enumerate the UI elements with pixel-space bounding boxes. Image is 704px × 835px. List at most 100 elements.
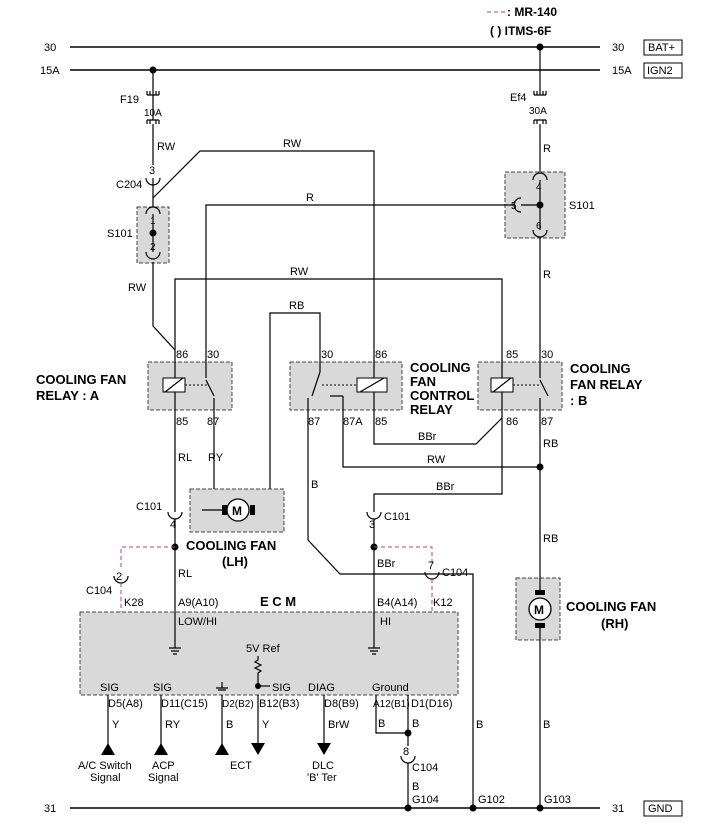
ecm-pin-b12: B12(B3) bbox=[259, 698, 299, 710]
f19-rating: 10A bbox=[144, 108, 162, 119]
relay-control: 30 86 87 87A 85 COOLING FAN CONTROL RELA… bbox=[289, 349, 474, 428]
wire-label-bbr-3: BBr bbox=[377, 558, 396, 570]
c104-left-pin: 2 bbox=[116, 571, 122, 583]
wire-label-b-5: B bbox=[378, 718, 385, 730]
c104-right-link bbox=[374, 546, 433, 566]
relay-b: 85 30 86 87 COOLING FAN RELAY : B bbox=[477, 349, 643, 428]
ecm-ground-label: Ground bbox=[372, 682, 409, 694]
ecm-sig-2: SIG bbox=[153, 682, 172, 694]
wire-label-rw-second: RW bbox=[290, 266, 309, 278]
wire-label-rl-1: RL bbox=[178, 452, 192, 464]
bat-tag: BAT+ bbox=[648, 42, 675, 54]
s101r-pin-6: 6 bbox=[536, 221, 542, 232]
wire-rw-top bbox=[152, 150, 375, 362]
ecm-pin-hi: B4(A14) bbox=[377, 597, 417, 609]
wire-label-b-4: B bbox=[226, 719, 233, 731]
relay-a-pin-87: 87 bbox=[207, 416, 219, 428]
ecm-sig-3: SIG bbox=[272, 682, 291, 694]
gnd-bus-right-label: 31 bbox=[612, 803, 624, 815]
wire-label-r-1: R bbox=[543, 143, 551, 155]
wire-label-rb-right-1: RB bbox=[543, 438, 558, 450]
g104-label: G104 bbox=[412, 794, 439, 806]
wire-label-b-1: B bbox=[311, 479, 318, 491]
ecm-label-hi: HI bbox=[380, 616, 391, 628]
ecm-pin-lowhi: A9(A10) bbox=[178, 597, 218, 609]
wire-rw-low bbox=[342, 410, 540, 468]
dlc-line2: 'B' Ter bbox=[307, 772, 337, 784]
ign-bus: 15A 15A IGN2 bbox=[40, 62, 683, 79]
ecm-label-lowhi: LOW/HI bbox=[178, 616, 217, 628]
ground-splice-dot bbox=[404, 729, 412, 737]
fan-rh-symbol: M bbox=[534, 603, 544, 617]
c104-right-connector bbox=[424, 571, 440, 580]
relay-control-title-3: CONTROL bbox=[410, 388, 474, 403]
relay-control-title-2: FAN bbox=[410, 374, 436, 389]
gnd-tag: GND bbox=[648, 803, 673, 815]
acp-signal-line2: Signal bbox=[148, 772, 179, 784]
wire-bbr-1 bbox=[373, 410, 503, 445]
relay-b-title-2: FAN RELAY bbox=[570, 377, 643, 392]
ecm-title: E C M bbox=[260, 594, 296, 609]
bat-bus-right-label: 30 bbox=[612, 42, 624, 54]
ect-label: ECT bbox=[230, 760, 252, 772]
c204-pin: 3 bbox=[149, 165, 155, 177]
ef4-name: Ef4 bbox=[510, 92, 527, 104]
relay-a-pin-86: 86 bbox=[176, 349, 188, 361]
relay-control-pin-87: 87 bbox=[308, 416, 320, 428]
ign-tag-box bbox=[643, 62, 683, 79]
wire-label-rl-2: RL bbox=[178, 568, 192, 580]
ecm-sig-1: SIG bbox=[100, 682, 119, 694]
fuse-ef4: Ef4 30A bbox=[510, 47, 547, 124]
acp-signal-arrow-icon bbox=[154, 743, 168, 755]
s101-right-label: S101 bbox=[569, 200, 595, 212]
wire-label-y-1: Y bbox=[112, 719, 120, 731]
gnd-bus-left-label: 31 bbox=[44, 803, 56, 815]
wire-label-b-2: B bbox=[476, 719, 483, 731]
c104-right-pin: 7 bbox=[428, 560, 434, 572]
fan-rh-title-1: COOLING FAN bbox=[566, 599, 656, 614]
legend-connector-note: : MR-140 bbox=[507, 5, 557, 19]
wire-label-brw: BrW bbox=[328, 719, 350, 731]
g103-dot bbox=[536, 804, 544, 812]
ac-signal-arrow-icon bbox=[101, 743, 115, 755]
ign-bus-right-label: 15A bbox=[612, 65, 632, 77]
wire-label-rw-top: RW bbox=[283, 138, 302, 150]
relay-a: 86 30 85 87 COOLING FAN RELAY : A bbox=[36, 349, 233, 428]
wire-label-rw-1: RW bbox=[157, 141, 176, 153]
ecm-pin-d11: D11(C15) bbox=[161, 698, 208, 710]
ecm-ground-icon-2 bbox=[368, 636, 380, 655]
wire-label-b-3: B bbox=[543, 719, 550, 731]
ecm-ref-label: 5V Ref bbox=[246, 643, 281, 655]
ecm-module: E C M A9(A10) LOW/HI B4(A14) HI 5V Ref S… bbox=[79, 594, 459, 696]
g104-dot bbox=[404, 804, 412, 812]
relay-control-pin-85: 85 bbox=[375, 416, 387, 428]
wire-label-rw-low: RW bbox=[427, 454, 446, 466]
bat-bus-left-label: 30 bbox=[44, 42, 56, 54]
wire-r-top bbox=[205, 204, 514, 362]
wire-label-r-right: R bbox=[543, 269, 551, 281]
fuse-f19: F19 10A bbox=[120, 70, 162, 124]
c101-lh-pin: 4 bbox=[170, 519, 176, 531]
wire-label-rb-top: RB bbox=[289, 300, 304, 312]
fan-rh-motor-icon bbox=[528, 597, 552, 621]
bat-tag-box bbox=[643, 39, 683, 56]
wire-label-rb-right-2: RB bbox=[543, 533, 558, 545]
fan-lh-symbol: M bbox=[232, 504, 242, 518]
ecm-diag: DIAG bbox=[308, 682, 335, 694]
acp-signal-line1: ACP bbox=[152, 760, 175, 772]
s101-left-splice: 1 2 S101 bbox=[107, 206, 170, 264]
fan-lh-title-2: (LH) bbox=[222, 554, 248, 569]
ef4-rating: 30A bbox=[529, 106, 547, 117]
fan-rh-title-2: (RH) bbox=[601, 616, 628, 631]
c101-lh-connector bbox=[167, 511, 183, 520]
wire-bbr-2 bbox=[373, 410, 503, 512]
ecm-pin-d2: D2(B2) bbox=[222, 699, 254, 710]
relay-b-pin-85: 85 bbox=[506, 349, 518, 361]
relay-a-pin-30: 30 bbox=[207, 349, 219, 361]
wire-rw-second bbox=[174, 278, 503, 362]
relay-b-pin-30: 30 bbox=[541, 349, 553, 361]
relay-b-pin-87: 87 bbox=[541, 416, 553, 428]
ign-tag: IGN2 bbox=[647, 65, 673, 77]
ecm-pin-a12: A12(B1) bbox=[373, 699, 410, 710]
